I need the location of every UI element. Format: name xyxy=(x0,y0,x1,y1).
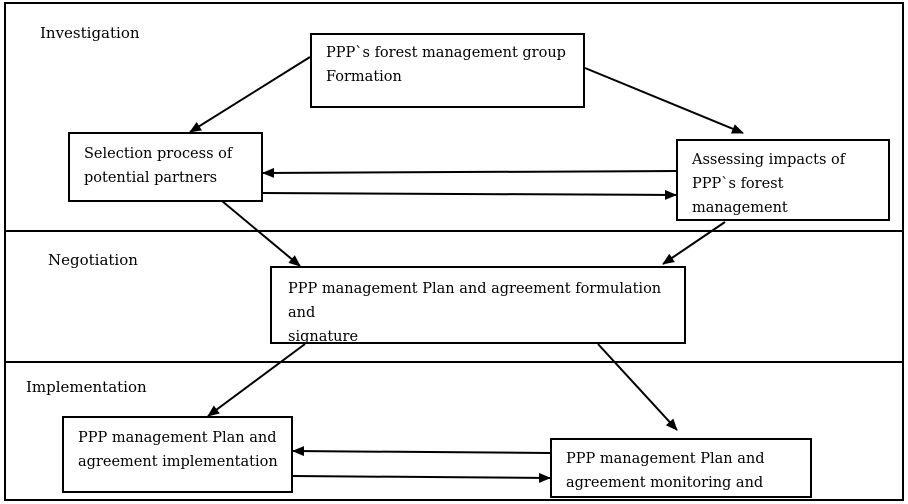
arrow-selection-to-assessing xyxy=(262,189,677,200)
arrow-formation-to-assessing xyxy=(584,67,744,134)
arrow-assessing-to-plan xyxy=(662,221,726,265)
arrow-selection-to-plan xyxy=(221,200,301,267)
implementation-label: Implementation xyxy=(26,378,147,396)
node-management-plan-formulation: PPP management Plan and agreement formul… xyxy=(270,266,686,344)
node-plan-implementation: PPP management Plan and agreement implem… xyxy=(62,416,293,493)
node-assessing-impacts: Assessing impacts of PPP`s forest manage… xyxy=(676,139,890,221)
node-plan-monitoring: PPP management Plan and agreement monito… xyxy=(550,438,812,498)
node-selection-process: Selection process of potential partners xyxy=(68,132,263,202)
arrow-monitoring-to-implementation xyxy=(292,446,551,457)
investigation-label: Investigation xyxy=(40,24,140,42)
arrow-assessing-to-selection xyxy=(262,167,677,178)
implementation-phase xyxy=(4,361,904,501)
arrow-implementation-to-monitoring xyxy=(292,472,551,483)
node-group-formation: PPP`s forest management group Formation xyxy=(310,33,585,108)
negotiation-label: Negotiation xyxy=(48,251,138,269)
arrow-plan-to-implementation xyxy=(207,343,306,417)
arrow-formation-to-selection xyxy=(189,56,311,133)
arrow-plan-to-monitoring xyxy=(597,343,678,431)
